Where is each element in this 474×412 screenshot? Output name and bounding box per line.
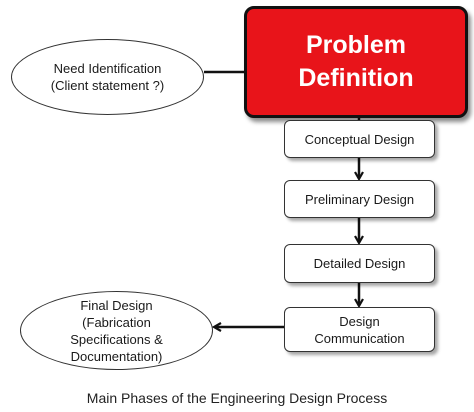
design-communication-label: Design Communication — [314, 313, 405, 346]
design-communication-node: Design Communication — [284, 307, 435, 352]
preliminary-design-node: Preliminary Design — [284, 180, 435, 218]
final-design-node: Final Design (Fabrication Specifications… — [20, 291, 213, 370]
final-design-label: Final Design (Fabrication Specifications… — [70, 297, 163, 364]
conceptual-design-node: Conceptual Design — [284, 120, 435, 158]
need-identification-node: Need Identification (Client statement ?) — [11, 39, 204, 115]
need-identification-label: Need Identification (Client statement ?) — [50, 61, 165, 93]
diagram-caption: Main Phases of the Engineering Design Pr… — [86, 390, 388, 406]
preliminary-design-label: Preliminary Design — [304, 191, 415, 207]
problem-definition-node: Problem Definition — [244, 6, 468, 118]
detailed-design-node: Detailed Design — [284, 244, 435, 283]
conceptual-design-label: Conceptual Design — [304, 131, 415, 147]
problem-definition-label: Problem Definition — [298, 31, 414, 92]
detailed-design-label: Detailed Design — [313, 256, 406, 271]
